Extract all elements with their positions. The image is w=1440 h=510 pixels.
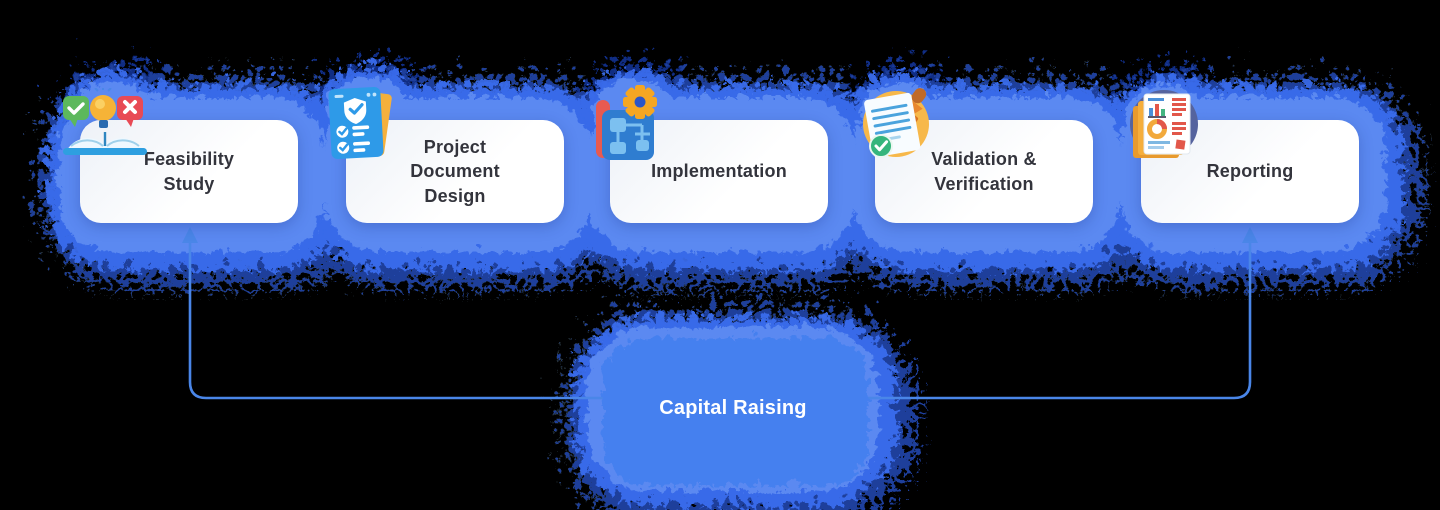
checklist-clipboard-icon	[328, 86, 392, 160]
step-label: Implementation	[651, 161, 787, 182]
step-label: Project Document Design	[410, 137, 500, 206]
connector-left	[188, 240, 700, 400]
stamp-document-icon	[863, 88, 929, 158]
capital-raising-label: Capital Raising	[659, 397, 807, 419]
report-charts-icon	[1130, 90, 1198, 158]
step-label: Validation & Verification	[931, 149, 1037, 194]
connector-right	[770, 240, 1252, 400]
open-book-idea-icon	[63, 88, 147, 155]
gear	[623, 85, 657, 119]
step-label: Reporting	[1206, 161, 1294, 182]
connectors	[188, 240, 1252, 400]
capital-raising-box	[600, 335, 866, 482]
step-card-feasibility-study: Feasibility Study	[80, 120, 298, 223]
arrow-up-right	[1242, 227, 1258, 243]
gear-flowchart-icon	[596, 85, 657, 160]
connector-arrowheads	[182, 227, 1258, 243]
step-label: Feasibility Study	[143, 149, 235, 194]
arrow-up-left	[182, 227, 198, 243]
